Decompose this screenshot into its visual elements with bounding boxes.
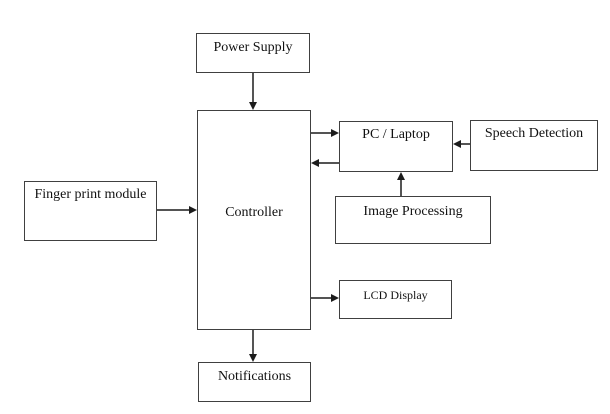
- node-pc-laptop-label: PC / Laptop: [362, 127, 430, 142]
- arrow-finger-print-to-controller: [157, 206, 197, 214]
- arrow-speech-detection-to-pc-laptop: [453, 140, 470, 148]
- node-notifications: Notifications: [198, 362, 311, 402]
- node-power-supply-label: Power Supply: [213, 40, 293, 55]
- node-notifications-label: Notifications: [217, 369, 292, 384]
- node-lcd-display-label: LCD Display: [363, 288, 428, 302]
- arrow-controller-to-notifications: [249, 330, 257, 362]
- arrow-controller-to-lcd-display: [311, 294, 339, 302]
- node-power-supply: Power Supply: [196, 33, 310, 73]
- node-finger-print-module: Finger print module: [24, 181, 157, 241]
- arrow-pc-laptop-to-controller: [311, 159, 339, 167]
- arrow-power-supply-to-controller: [249, 73, 257, 110]
- node-finger-print-module-label: Finger print module: [34, 187, 147, 202]
- node-lcd-display: LCD Display: [339, 280, 452, 319]
- node-pc-laptop: PC / Laptop: [339, 121, 453, 172]
- arrow-image-processing-to-pc-laptop: [397, 172, 405, 196]
- node-image-processing-label: Image Processing: [363, 204, 463, 219]
- arrow-controller-to-pc-laptop: [311, 129, 339, 137]
- node-image-processing: Image Processing: [335, 196, 491, 244]
- node-speech-detection: Speech Detection: [470, 120, 598, 171]
- node-speech-detection-label: Speech Detection: [484, 126, 584, 141]
- node-controller: Controller: [197, 110, 311, 330]
- node-controller-label: Controller: [225, 205, 283, 221]
